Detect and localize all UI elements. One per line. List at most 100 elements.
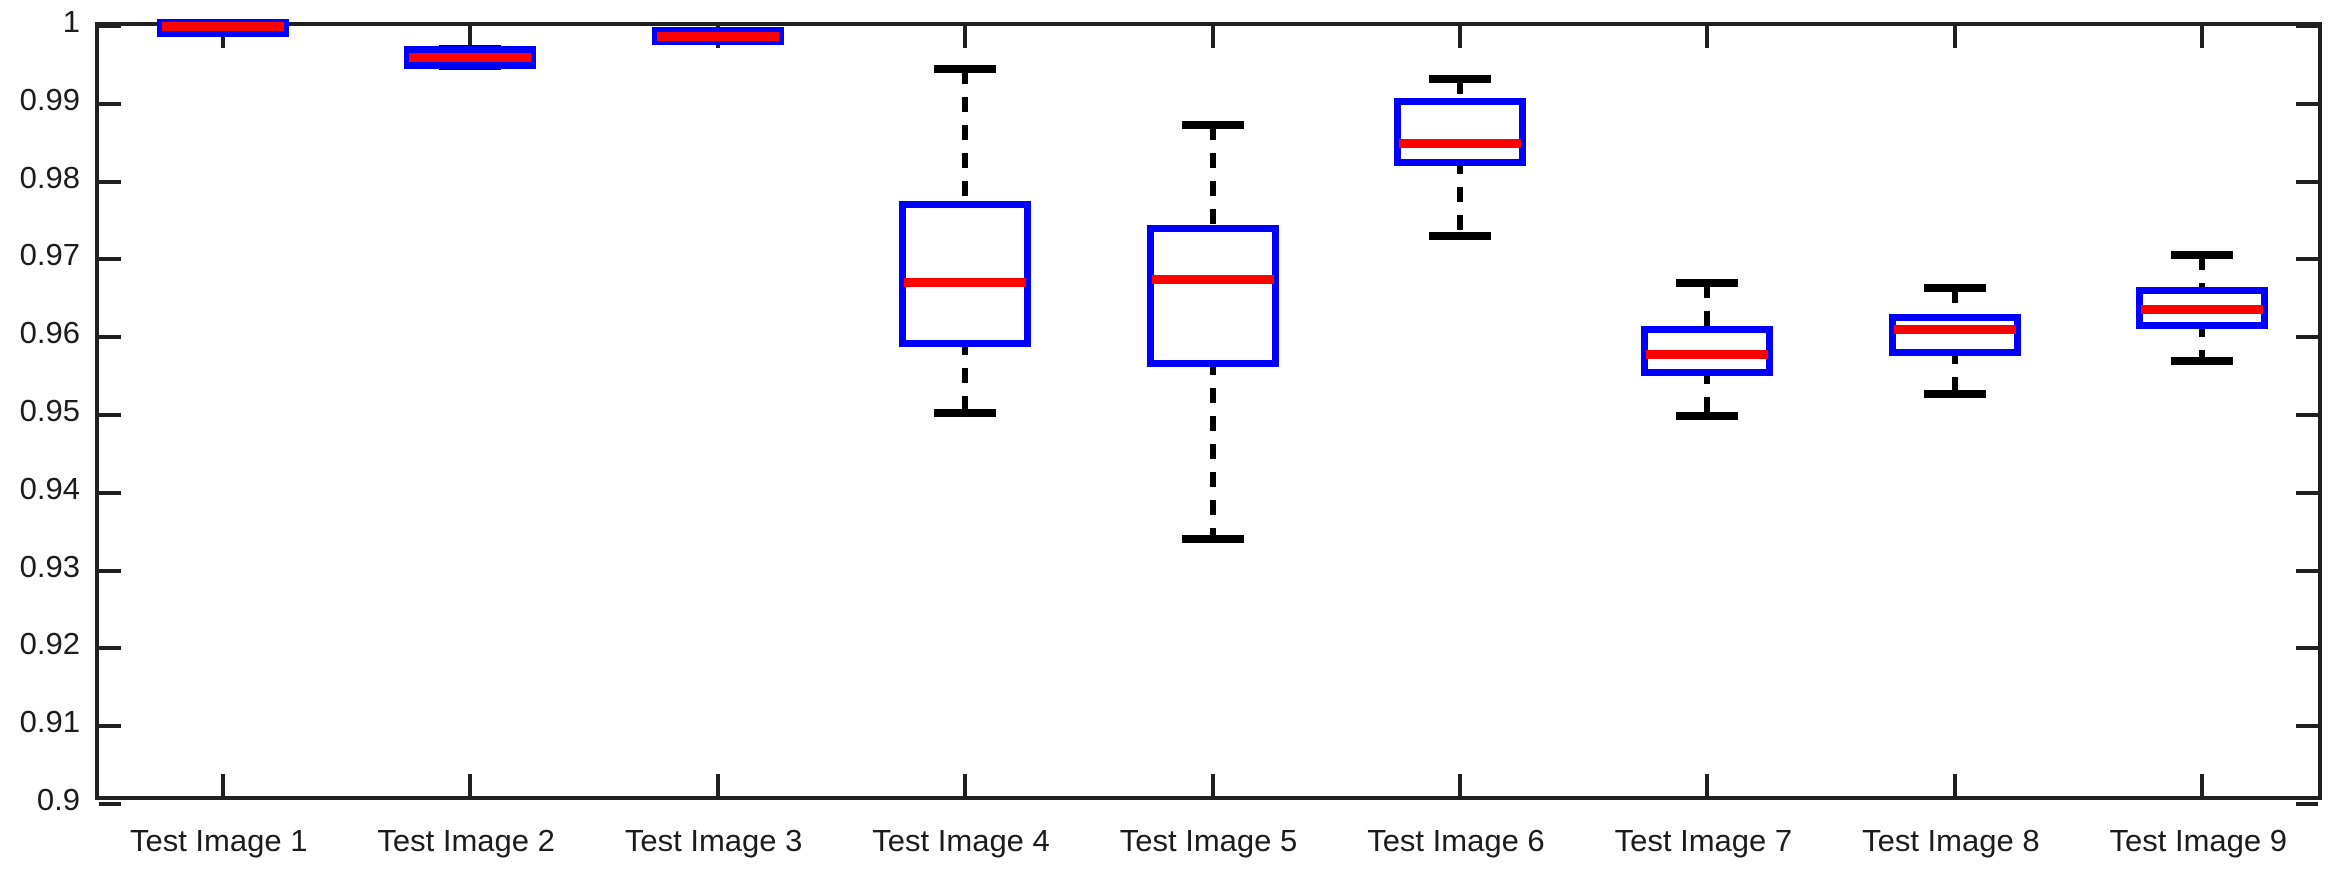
y-tick-right <box>2296 568 2318 573</box>
x-tick-bottom <box>220 774 225 796</box>
median-line <box>1646 349 1769 359</box>
x-tick-top <box>1457 26 1462 48</box>
upper-whisker <box>962 68 969 209</box>
x-tick-bottom <box>963 774 968 796</box>
upper-whisker <box>1209 124 1216 233</box>
x-tick-top <box>1705 26 1710 48</box>
y-tick-left <box>99 646 121 651</box>
iqr-box <box>1641 326 1774 377</box>
x-tick-bottom <box>1705 774 1710 796</box>
y-tick-left <box>99 24 121 28</box>
y-tick-right <box>2296 724 2318 729</box>
x-tick-top <box>2200 26 2205 48</box>
y-tick-right <box>2296 257 2318 262</box>
y-tick-left <box>99 335 121 340</box>
lower-whisker-cap <box>1428 232 1491 241</box>
y-tick-left <box>99 490 121 495</box>
y-tick-right <box>2296 101 2318 106</box>
x-tick-bottom <box>1952 774 1957 796</box>
x-tick-label: Test Image 6 <box>1367 823 1545 858</box>
x-tick-bottom <box>1210 774 1215 796</box>
lower-whisker-cap <box>1923 389 1986 398</box>
y-tick-right <box>2296 335 2318 340</box>
x-tick-label: Test Image 7 <box>1614 823 1793 858</box>
upper-whisker-cap <box>2171 250 2234 259</box>
iqr-box <box>1146 225 1279 367</box>
x-tick-label: Test Image 2 <box>377 823 555 858</box>
y-tick-left <box>99 802 121 806</box>
y-tick-label: 0.96 <box>19 315 80 351</box>
y-tick-label: 0.99 <box>19 81 80 117</box>
lower-whisker-cap <box>1676 411 1739 420</box>
x-tick-label: Test Image 1 <box>129 823 308 858</box>
x-tick-top <box>468 26 473 48</box>
median-line <box>1151 275 1274 285</box>
median-line <box>409 52 532 62</box>
x-tick-bottom <box>468 774 473 796</box>
median-line <box>2141 305 2264 315</box>
plot-area <box>95 19 2322 806</box>
iqr-box <box>1393 97 1526 167</box>
x-tick-label: Test Image 5 <box>1119 823 1298 858</box>
y-tick-label: 1 <box>62 4 80 39</box>
x-tick-bottom <box>715 774 720 796</box>
lower-whisker <box>1209 359 1216 540</box>
upper-whisker-cap <box>934 64 997 73</box>
upper-whisker <box>1456 78 1463 105</box>
iqr-box <box>651 26 784 45</box>
x-tick-bottom <box>1457 774 1462 796</box>
y-tick-left <box>99 568 121 573</box>
lower-whisker <box>962 339 969 413</box>
lower-whisker <box>1951 348 1958 394</box>
y-tick-left <box>99 257 121 262</box>
y-tick-label: 0.94 <box>19 470 80 506</box>
y-tick-right <box>2296 802 2318 806</box>
upper-whisker <box>1704 282 1711 334</box>
iqr-box <box>899 201 1032 347</box>
lower-whisker <box>2199 321 2206 361</box>
median-line <box>1398 138 1521 148</box>
y-tick-right <box>2296 179 2318 184</box>
y-tick-left <box>99 724 121 729</box>
x-tick-top <box>220 26 225 48</box>
y-tick-right <box>2296 413 2318 417</box>
y-tick-label: 0.95 <box>19 393 80 428</box>
y-tick-label: 0.9 <box>36 782 80 817</box>
x-tick-label: Test Image 3 <box>624 823 803 858</box>
upper-whisker-cap <box>1676 278 1739 287</box>
median-line <box>1893 324 2016 334</box>
upper-whisker-cap <box>1181 120 1244 129</box>
y-tick-left <box>99 101 121 106</box>
x-tick-top <box>963 26 968 48</box>
x-tick-label: Test Image 8 <box>1862 823 2040 858</box>
y-tick-label: 0.98 <box>19 159 80 195</box>
lower-whisker <box>1704 369 1711 416</box>
x-tick-top <box>1952 26 1957 48</box>
x-tick-bottom <box>2200 774 2205 796</box>
lower-whisker-cap <box>1181 535 1244 544</box>
median-line <box>161 21 284 31</box>
upper-whisker-cap <box>1428 74 1491 83</box>
iqr-box <box>2136 286 2269 329</box>
y-tick-label: 0.92 <box>19 626 80 662</box>
y-tick-left <box>99 179 121 184</box>
y-tick-left <box>99 413 121 417</box>
x-tick-label: Test Image 4 <box>872 823 1050 858</box>
lower-whisker <box>1456 159 1463 237</box>
median-line <box>656 31 779 41</box>
y-tick-label: 0.91 <box>19 704 80 740</box>
x-tick-label: Test Image 9 <box>2109 823 2287 858</box>
x-tick-top <box>1210 26 1215 48</box>
y-tick-label: 0.97 <box>19 237 80 273</box>
median-line <box>904 278 1027 288</box>
lower-whisker-cap <box>934 408 997 417</box>
y-tick-label: 0.93 <box>19 548 80 584</box>
iqr-box <box>1888 313 2021 356</box>
upper-whisker-cap <box>1923 284 1986 293</box>
upper-whisker <box>1951 288 1958 321</box>
y-tick-right <box>2296 646 2318 651</box>
y-tick-right <box>2296 24 2318 28</box>
lower-whisker-cap <box>2171 356 2234 365</box>
upper-whisker <box>2199 254 2206 294</box>
